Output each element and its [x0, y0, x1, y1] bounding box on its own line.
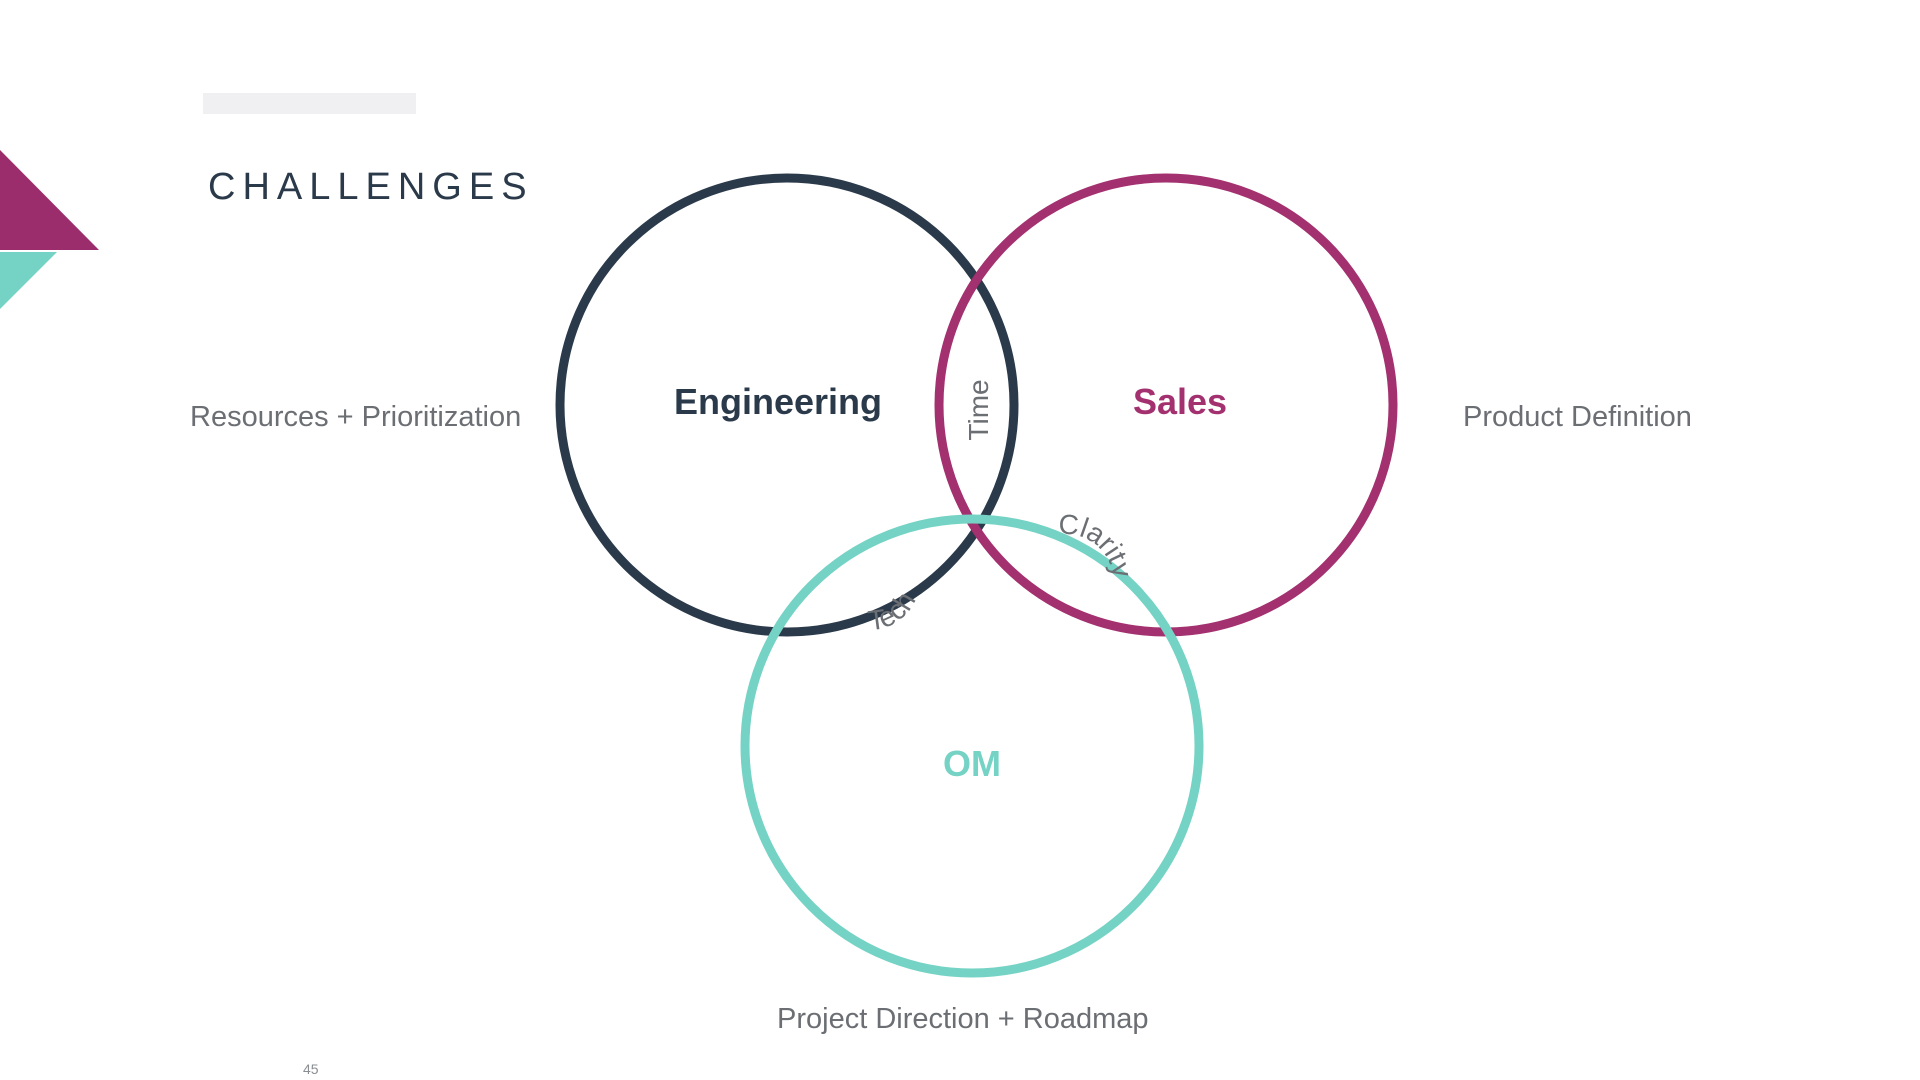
bottom-side-label: Project Direction + Roadmap — [777, 1003, 1149, 1035]
page-number: 45 — [303, 1061, 319, 1077]
engineering-label: Engineering — [674, 381, 882, 422]
magenta-triangle — [0, 150, 99, 250]
left-side-label: Resources + Prioritization — [190, 401, 522, 433]
engineering-circle — [555, 173, 1019, 637]
corner-decoration — [0, 150, 99, 309]
om-label: OM — [943, 743, 1001, 784]
header-bar — [203, 93, 416, 114]
om-circle — [740, 514, 1204, 978]
right-side-label: Product Definition — [1463, 401, 1692, 433]
teal-triangle — [0, 252, 57, 309]
slide-title: CHALLENGES — [208, 166, 534, 208]
overlap-time-label: Time — [963, 379, 994, 440]
sales-label: Sales — [1133, 381, 1227, 422]
